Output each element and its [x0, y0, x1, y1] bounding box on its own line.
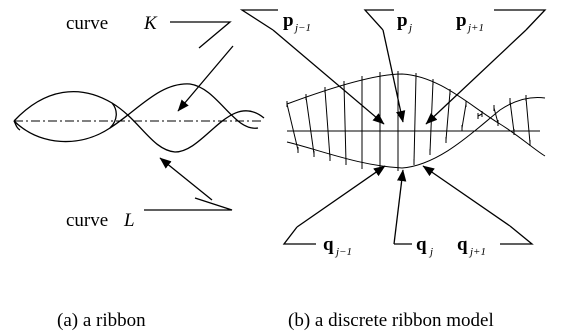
ruling-line: [286, 103, 299, 151]
ruling-line: [461, 103, 467, 129]
ruling-line: [493, 107, 499, 124]
p-j-plus-1-label: p j+1: [456, 10, 484, 34]
svg-text:p: p: [456, 10, 467, 31]
svg-text:q: q: [416, 234, 427, 255]
q-j-arrow: [393, 169, 407, 245]
curve-l-arrow: [159, 157, 213, 201]
curve-k-label: curve K: [66, 13, 158, 34]
svg-text:p: p: [283, 10, 294, 31]
p-j-plus-1-arrow: [425, 29, 527, 125]
svg-text:p: p: [397, 10, 408, 31]
p-j-minus-1-leader: [239, 9, 278, 31]
curve-k-symbol: K: [143, 13, 158, 34]
curve-l-word: curve: [66, 210, 108, 231]
curve-l-symbol: L: [123, 210, 135, 231]
q-j-plus-1-arrow: [422, 165, 511, 227]
svg-text:j−1: j−1: [334, 246, 352, 258]
ruling-line: [413, 75, 417, 163]
q-j-minus-1-arrow: [296, 165, 386, 228]
q-j-minus-1-leader: [282, 226, 316, 245]
ruling-line: [525, 97, 531, 144]
p-j-minus-1-arrow: [272, 29, 385, 125]
curve-k-leader: [170, 21, 232, 49]
svg-text:j: j: [407, 22, 412, 34]
curve-k-word: curve: [66, 13, 108, 34]
svg-text:j+1: j+1: [468, 246, 486, 258]
p-j-arrow: [382, 29, 406, 123]
discrete-panel: p j−1 p j p j+1 q j−1 q j q j+1: [239, 9, 547, 331]
ribbon-fold: [109, 102, 117, 129]
svg-text:j−1: j−1: [293, 22, 311, 34]
ruling-line: [509, 100, 515, 133]
ribbon-panel: curve K curve L (a) a ribbon: [13, 13, 265, 331]
curve-k-arrow: [177, 45, 234, 112]
p-j-label: p j: [397, 10, 412, 34]
ruling-line: [477, 113, 483, 117]
svg-text:j: j: [428, 246, 433, 258]
ruling-line: [343, 83, 347, 163]
ribbon-edge-left: [13, 120, 21, 131]
curve-l-label: curve L: [66, 210, 135, 231]
p-j-leader: [363, 9, 394, 31]
discrete-lower-curve: [286, 97, 546, 169]
q-j-plus-1-label: q j+1: [457, 234, 486, 258]
discrete-rulings: [286, 71, 531, 171]
ruling-line: [445, 91, 451, 141]
ruling-line: [305, 96, 315, 155]
q-j-minus-1-label: q j−1: [323, 234, 352, 258]
q-j-plus-1-leader: [500, 225, 534, 245]
ribbon-caption: (a) a ribbon: [57, 310, 146, 331]
svg-text:q: q: [457, 234, 468, 255]
ruling-line: [324, 89, 331, 159]
svg-text:j+1: j+1: [466, 22, 484, 34]
svg-text:q: q: [323, 234, 334, 255]
curve-l-leader: [144, 197, 233, 211]
p-j-plus-1-leader: [494, 9, 547, 31]
ribbon-curve-l: [13, 83, 259, 143]
p-j-minus-1-label: p j−1: [283, 10, 311, 34]
discrete-caption: (b) a discrete ribbon model: [288, 310, 494, 331]
q-j-label: q j: [416, 234, 433, 258]
discrete-upper-curve: [286, 73, 546, 157]
ribbon-curve-k: [13, 91, 265, 153]
